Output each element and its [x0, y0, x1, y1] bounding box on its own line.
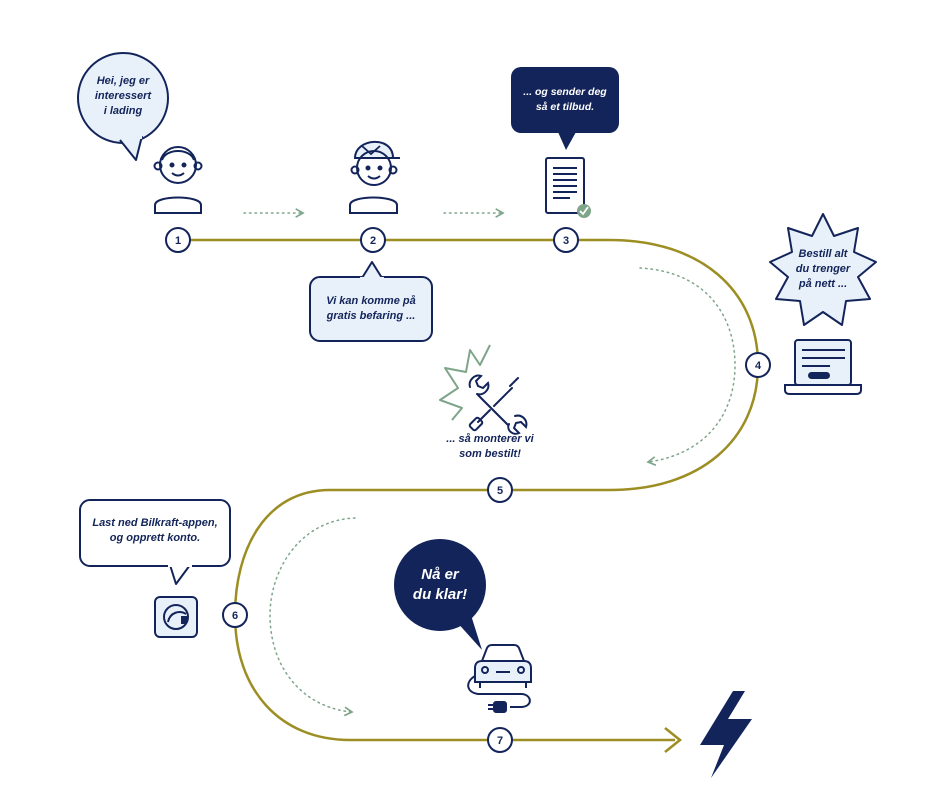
step-7-group	[394, 539, 532, 713]
main-path	[178, 238, 760, 742]
step-1-group	[77, 52, 203, 214]
step-4-group	[769, 213, 877, 395]
speech-bubble-6	[79, 499, 231, 585]
flow-arrows	[243, 208, 736, 717]
step-marker-1: 1	[165, 227, 191, 253]
step-5-group	[439, 344, 528, 435]
bubble-text-2: Vi kan komme på gratis befaring ...	[326, 295, 416, 322]
app-icon	[154, 596, 198, 638]
step-number-6: 6	[232, 610, 238, 622]
step-marker-5: 5	[487, 477, 513, 503]
speech-bubble-7	[394, 539, 486, 650]
person-icon	[153, 146, 203, 214]
path-end-arrow	[664, 727, 683, 753]
step-marker-6: 6	[222, 602, 248, 628]
step-number-5: 5	[497, 485, 503, 497]
caption-text-5: ... så monterer vi som bestilt!	[446, 433, 534, 460]
step-markers: 1 2 3 4 5 6 7	[165, 227, 771, 753]
step-marker-3: 3	[553, 227, 579, 253]
starburst-bubble-4	[769, 213, 877, 326]
tools-icon	[468, 374, 528, 435]
flow-arrow-4-5	[639, 267, 736, 466]
step-2-group	[309, 140, 433, 342]
step-marker-4: 4	[745, 352, 771, 378]
bubble-text-3: ... og sender deg så et tilbud.	[523, 86, 607, 113]
document-check-icon	[545, 157, 591, 218]
bubble-text-7: Nå er du klar!	[412, 566, 468, 603]
car-charging-icon	[467, 644, 532, 713]
step-number-4: 4	[755, 360, 762, 372]
step-number-2: 2	[370, 235, 376, 247]
step-number-7: 7	[497, 735, 503, 747]
flow-arrow-6-7	[269, 517, 356, 717]
step-marker-2: 2	[360, 227, 386, 253]
step-number-1: 1	[175, 235, 181, 247]
bubble-text-4: Bestill alt du trenger på nett ...	[795, 248, 851, 290]
lightning-bolt-icon	[700, 691, 752, 778]
step-number-3: 3	[563, 235, 569, 247]
laptop-icon	[784, 339, 862, 395]
installer-person-icon	[349, 140, 400, 214]
step-6-group	[79, 499, 231, 638]
bubble-text-1: Hei, jeg er interessert i lading	[94, 75, 152, 117]
speech-bubble-1	[77, 52, 169, 161]
step-3-group	[511, 67, 619, 218]
bubble-text-6: Last ned Bilkraft-appen, og opprett kont…	[92, 517, 218, 544]
speech-bubble-2	[309, 261, 433, 342]
step-marker-7: 7	[487, 727, 513, 753]
speech-bubble-3	[511, 67, 619, 150]
green-starburst	[439, 344, 491, 421]
